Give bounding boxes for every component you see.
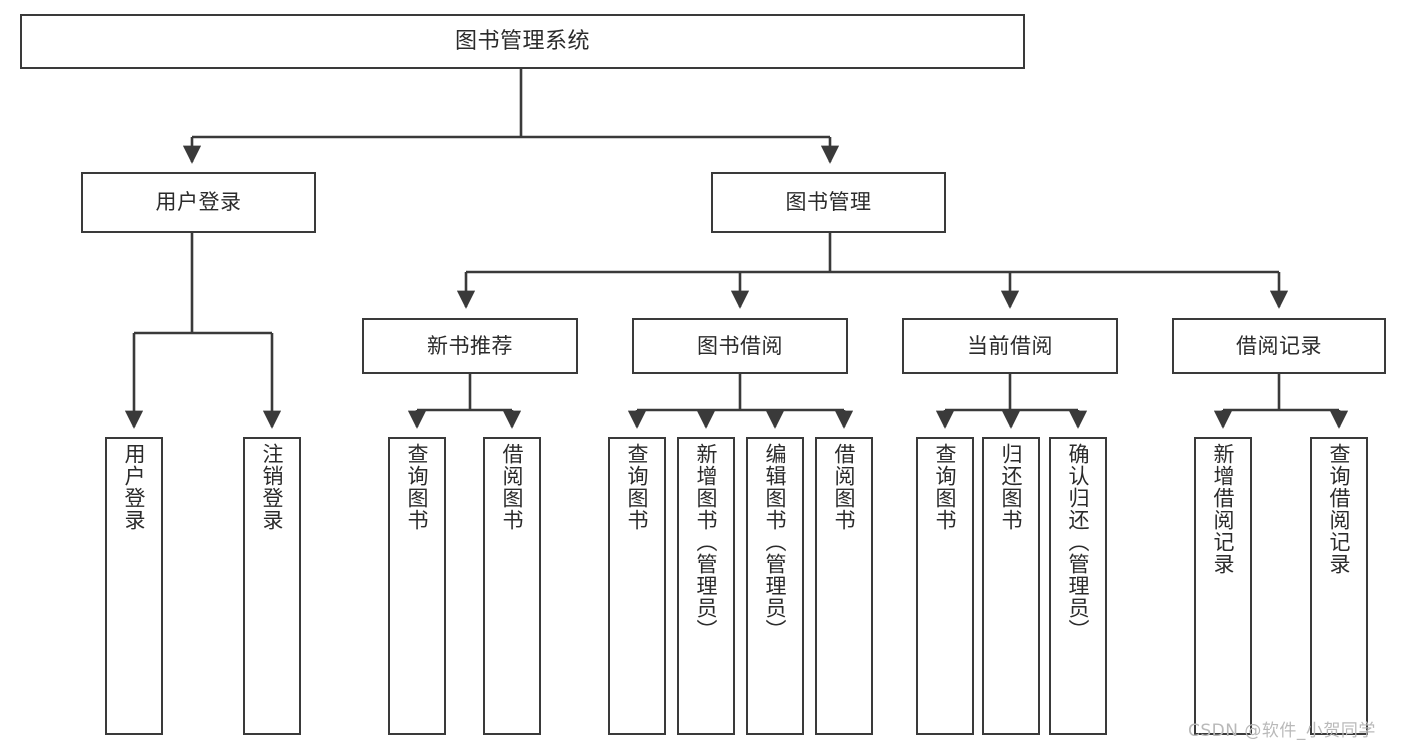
node-label: 新增图书（管理员）	[694, 443, 719, 641]
node-current-borrow[interactable]: 当前借阅	[902, 318, 1118, 374]
node-label: 查询图书	[625, 443, 650, 531]
node-label: 当前借阅	[967, 333, 1053, 358]
node-label: 图书管理	[785, 190, 872, 215]
node-book-management[interactable]: 图书管理	[711, 172, 946, 233]
node-label: 用户登录	[122, 443, 147, 531]
node-leaf-record-add[interactable]: 新增借阅记录	[1194, 437, 1252, 735]
node-leaf-borrow-query-book[interactable]: 查询图书	[608, 437, 666, 735]
node-leaf-user-logout[interactable]: 注销登录	[243, 437, 301, 735]
node-label: 借阅记录	[1236, 333, 1322, 358]
node-label: 借阅图书	[500, 443, 525, 531]
node-label: 用户登录	[155, 190, 242, 215]
node-root-system[interactable]: 图书管理系统	[20, 14, 1025, 69]
node-leaf-user-login[interactable]: 用户登录	[105, 437, 163, 735]
node-label: 查询图书	[933, 443, 958, 531]
node-book-borrow[interactable]: 图书借阅	[632, 318, 848, 374]
node-label: 编辑图书（管理员）	[763, 443, 788, 641]
node-leaf-current-query-book[interactable]: 查询图书	[916, 437, 974, 735]
node-leaf-current-return-book[interactable]: 归还图书	[982, 437, 1040, 735]
node-new-book-recommend[interactable]: 新书推荐	[362, 318, 578, 374]
node-label: 图书管理系统	[454, 28, 590, 54]
node-leaf-borrow-borrow-book[interactable]: 借阅图书	[815, 437, 873, 735]
node-leaf-recommend-borrow-book[interactable]: 借阅图书	[483, 437, 541, 735]
node-label: 查询图书	[405, 443, 430, 531]
node-label: 借阅图书	[832, 443, 857, 531]
node-label: 新增借阅记录	[1211, 443, 1236, 575]
node-borrow-record[interactable]: 借阅记录	[1172, 318, 1386, 374]
node-leaf-current-confirm-return[interactable]: 确认归还（管理员）	[1049, 437, 1107, 735]
node-label: 查询借阅记录	[1327, 443, 1352, 575]
watermark: CSDN @软件_小贺同学	[1188, 721, 1376, 741]
node-label: 新书推荐	[427, 333, 513, 358]
node-label: 确认归还（管理员）	[1066, 443, 1091, 641]
node-leaf-record-query[interactable]: 查询借阅记录	[1310, 437, 1368, 735]
node-user-login[interactable]: 用户登录	[81, 172, 316, 233]
node-label: 归还图书	[999, 443, 1024, 531]
node-leaf-borrow-edit-book[interactable]: 编辑图书（管理员）	[746, 437, 804, 735]
node-leaf-recommend-query-book[interactable]: 查询图书	[388, 437, 446, 735]
node-label: 注销登录	[260, 443, 285, 531]
node-leaf-borrow-add-book[interactable]: 新增图书（管理员）	[677, 437, 735, 735]
node-label: 图书借阅	[697, 333, 783, 358]
